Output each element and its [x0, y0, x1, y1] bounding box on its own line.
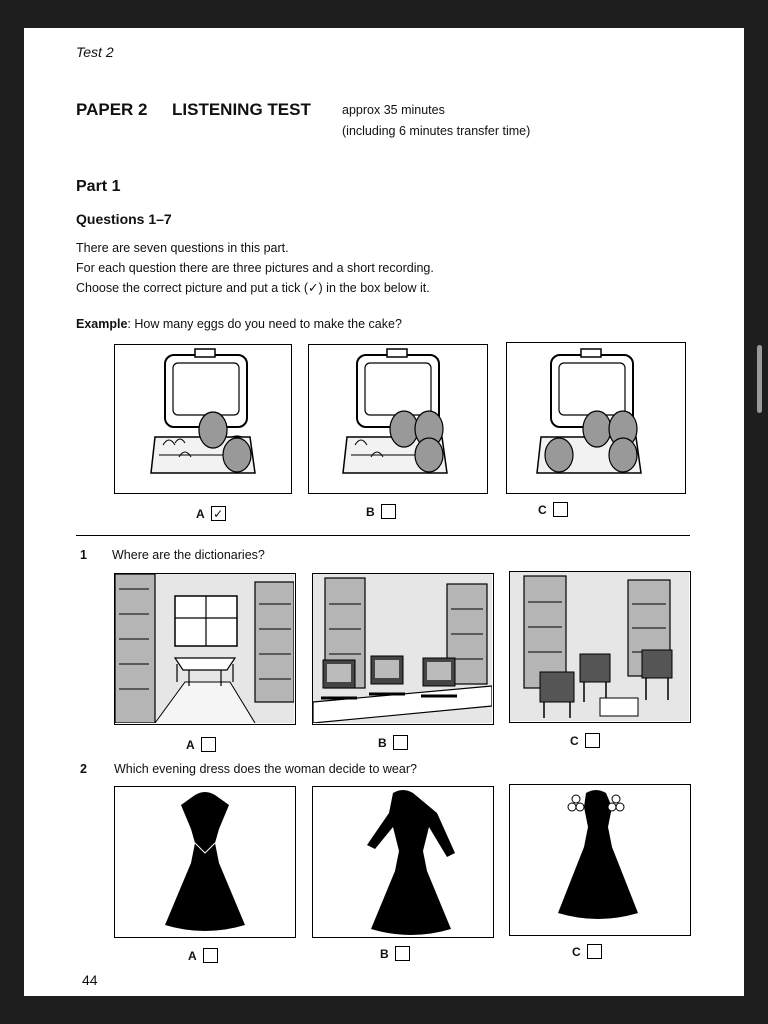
answer-checkbox[interactable]: ✓ — [210, 506, 226, 521]
instruction-line: For each question there are three pictur… — [76, 261, 434, 275]
question-text: Which evening dress does the woman decid… — [114, 762, 417, 776]
option-letter: B — [366, 504, 375, 519]
question-number: 2 — [80, 762, 87, 776]
answer-checkbox[interactable] — [586, 944, 602, 959]
computer-room-picture-b — [312, 573, 494, 725]
question-text: Where are the dictionaries? — [112, 548, 265, 562]
example-question-text: : How many eggs do you need to make the … — [127, 317, 402, 331]
duration-text: approx 35 minutes — [342, 103, 445, 117]
egg-box-picture-c — [506, 342, 686, 494]
dress-picture-b — [312, 786, 494, 938]
paper-number: PAPER 2 — [76, 100, 148, 119]
page-number: 44 — [82, 972, 98, 988]
library-window-picture-a — [114, 573, 296, 725]
transfer-time-text: (including 6 minutes transfer time) — [342, 124, 531, 138]
example-question: Example: How many eggs do you need to ma… — [76, 317, 402, 331]
paper-title: LISTENING TEST — [172, 100, 311, 119]
instruction-line: There are seven questions in this part. — [76, 241, 289, 255]
reading-chairs-picture-c — [509, 571, 691, 723]
answer-checkbox[interactable] — [202, 948, 218, 963]
q2-option-a: A — [188, 948, 218, 963]
example-option-a: A✓ — [196, 506, 226, 521]
option-letter: B — [380, 946, 389, 961]
egg-box-picture-b — [308, 344, 488, 494]
instruction-line: Choose the correct picture and put a tic… — [76, 281, 430, 295]
q2-option-c: C — [572, 944, 602, 959]
part-title: Part 1 — [76, 178, 121, 195]
answer-checkbox[interactable] — [380, 504, 396, 519]
scrollbar-thumb[interactable] — [757, 345, 762, 413]
exam-page: Test 2 PAPER 2 LISTENING TEST approx 35 … — [24, 28, 744, 996]
questions-range: Questions 1–7 — [76, 211, 172, 227]
q1-option-b: B — [378, 735, 408, 750]
question-number: 1 — [80, 548, 87, 562]
example-label: Example — [76, 317, 128, 331]
option-letter: A — [196, 506, 205, 521]
answer-checkbox[interactable] — [200, 737, 216, 752]
answer-checkbox[interactable] — [394, 946, 410, 961]
option-letter: C — [572, 944, 581, 959]
option-letter: C — [538, 502, 547, 517]
example-option-b: B — [366, 504, 396, 519]
answer-checkbox[interactable] — [552, 502, 568, 517]
option-letter: C — [570, 733, 579, 748]
q1-option-c: C — [570, 733, 600, 748]
answer-checkbox[interactable] — [584, 733, 600, 748]
dress-picture-c — [509, 784, 691, 936]
q1-option-a: A — [186, 737, 216, 752]
example-option-c: C — [538, 502, 568, 517]
option-letter: B — [378, 735, 387, 750]
test-label: Test 2 — [76, 44, 114, 60]
option-letter: A — [188, 948, 197, 963]
option-letter: A — [186, 737, 195, 752]
egg-box-picture-a — [114, 344, 292, 494]
answer-checkbox[interactable] — [392, 735, 408, 750]
divider — [76, 535, 690, 536]
q2-option-b: B — [380, 946, 410, 961]
dress-picture-a — [114, 786, 296, 938]
